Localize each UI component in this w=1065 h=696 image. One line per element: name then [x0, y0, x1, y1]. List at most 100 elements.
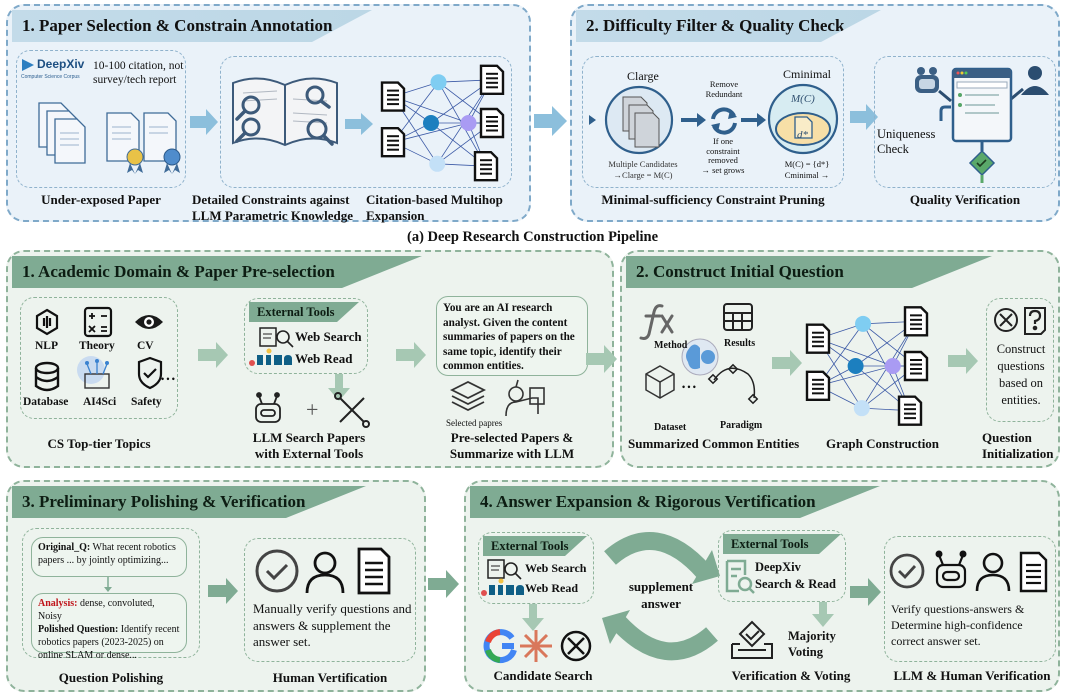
caption-llm-search: LLM Search Papers with External Tools — [252, 430, 366, 461]
theory-icon — [83, 306, 113, 338]
b-stage1-title: 1. Academic Domain & Paper Pre-selection — [12, 256, 422, 288]
entity-method: Method — [654, 340, 688, 351]
graph-edge — [392, 96, 469, 124]
topics-box: NLP Theory CV Database AI4Sci Safety • •… — [20, 297, 178, 419]
c-minimal-label: Cminimal — [783, 67, 831, 81]
web-search-label: Web Search — [525, 561, 587, 575]
figure-caption: (a) Deep Research Construction Pipeline — [406, 229, 659, 245]
document-icon — [903, 350, 929, 382]
stage2-title: 2. Difficulty Filter & Quality Check — [576, 10, 881, 42]
document-icon — [903, 306, 929, 337]
robot-icon — [255, 392, 281, 423]
layers-icon — [449, 380, 487, 412]
d-star-label: d* — [797, 129, 808, 141]
graph-node — [853, 400, 870, 417]
deepxiv-tools-box: External Tools DeepXiv Search & Read — [718, 530, 846, 602]
c-large-label: Clarge — [627, 69, 659, 83]
topic-theory: Theory — [79, 340, 115, 352]
flow-arrow-icon — [772, 350, 802, 376]
topics-ellipsis: • • • — [161, 374, 175, 384]
b-stage3-title: 3. Preliminary Polishing & Verification — [12, 486, 366, 518]
document-icon — [380, 81, 406, 112]
tools-wrench-icon — [334, 392, 370, 428]
b-stage3-panel: 3. Preliminary Polishing & Verification … — [6, 480, 426, 692]
b-stage1-panel: 1. Academic Domain & Paper Pre-selection… — [6, 250, 614, 468]
caption-graph: Graph Construction — [826, 436, 940, 451]
graph-edge — [817, 338, 893, 367]
ai4sci-icon — [77, 356, 110, 389]
person-icon — [975, 552, 1011, 592]
candidate-tools-box: External Tools Web Search Web Read — [478, 532, 594, 604]
arrow-down-icon — [328, 374, 350, 401]
b-stage4-panel: 4. Answer Expansion & Rigorous Vertifica… — [464, 480, 1060, 692]
citation-graph — [380, 64, 505, 182]
stage-arrow-icon — [534, 106, 567, 136]
document-list-icon — [1019, 551, 1048, 593]
stage-arrow-icon — [428, 570, 459, 598]
selected-papers-icons — [449, 379, 545, 417]
graph-node — [423, 115, 439, 131]
caption-entities: Summarized Common Entities — [628, 436, 800, 451]
check-circle-icon — [255, 549, 299, 593]
criteria-text: 10-100 citation, not survey/tech report — [93, 60, 184, 86]
graph-node — [430, 74, 447, 91]
flow-arrow-icon — [396, 342, 426, 368]
minimal-set-circle-icon — [767, 83, 839, 155]
human-verify-icons — [255, 547, 391, 595]
deepxiv-search-icon — [725, 559, 755, 594]
supplement-cycle-icon — [602, 532, 720, 661]
caption-topics: CS Top-tier Topics — [47, 436, 151, 451]
flow-arrow-icon — [948, 348, 978, 374]
stage2-panel: 2. Difficulty Filter & Quality Check Cla… — [570, 4, 1060, 222]
mc-eq-label: M(C) = {d*} Cminimal → — [784, 159, 830, 180]
graph-edge — [392, 122, 469, 143]
underexposed-box: DeepXiv Computer Science Corpus 10-100 c… — [16, 50, 186, 188]
web-read-label: Web Read — [525, 581, 579, 595]
caption-multihop: Citation-based Multihop Expansion — [366, 192, 503, 223]
entity-dataset: Dataset — [654, 422, 687, 433]
caption-polishing: Question Polishing — [58, 670, 164, 685]
construct-box: Construct questions based on entities. — [986, 298, 1054, 422]
topic-nlp: NLP — [35, 340, 58, 352]
caption-underexposed: Under-exposed Paper — [41, 192, 161, 207]
papers-icon — [38, 102, 181, 174]
mc-label: M(C) — [791, 93, 815, 105]
flow-arrow-icon — [198, 342, 228, 368]
constraints-multihop-box — [220, 56, 512, 188]
person-icon — [305, 551, 345, 594]
arrow-down-icon — [522, 604, 544, 631]
polishing-box: Original_Q: What recent robotics papers … — [22, 528, 200, 661]
caption-quality: Quality Verification — [909, 192, 1021, 207]
paradigm-curve-icon — [707, 363, 759, 405]
majority-voting-label: Majority Voting — [788, 629, 836, 659]
robot-icon — [935, 550, 967, 589]
entity-paradigm: Paradigm — [720, 420, 763, 431]
llm-human-box: Verify questions-answers & Determine hig… — [884, 536, 1056, 662]
arrow-right-icon — [681, 113, 706, 127]
stage-arrow-icon — [586, 345, 617, 373]
web-search-icon — [487, 559, 522, 580]
entities-icons — [639, 303, 759, 405]
prompt-box: You are an AI research analyst. Given th… — [436, 296, 588, 376]
entity-results: Results — [724, 338, 756, 349]
tools-title: External Tools — [483, 536, 587, 556]
candidates-circle-icon — [589, 85, 674, 155]
tools-box: External Tools Web Search Web Read — [244, 298, 368, 374]
b-stage4-title: 4. Answer Expansion & Rigorous Vertifica… — [470, 486, 880, 518]
web-read-label: Web Read — [295, 351, 353, 366]
caption-voting: Verification & Voting — [731, 668, 851, 683]
flow-arrow-icon — [208, 578, 238, 604]
graph-node — [884, 358, 901, 374]
caption-llm-human: LLM & Human Verification — [893, 668, 1051, 683]
document-icon — [479, 107, 505, 139]
entities-ellipsis: • • • — [682, 382, 696, 392]
results-table-icon — [723, 303, 753, 331]
b-stage2-panel: 2. Construct Initial Question • • • Meth… — [620, 250, 1060, 468]
deepxiv-logo-icon — [22, 59, 34, 71]
topic-ai4sci: AI4Sci — [83, 396, 117, 408]
question-doc-icon — [1024, 307, 1046, 335]
quality-box: Uniqueness Check — [874, 56, 1056, 188]
original-q-box: Original_Q: What recent robotics papers … — [31, 537, 187, 577]
graph-node — [429, 155, 446, 172]
search-engines-icons — [483, 629, 592, 664]
